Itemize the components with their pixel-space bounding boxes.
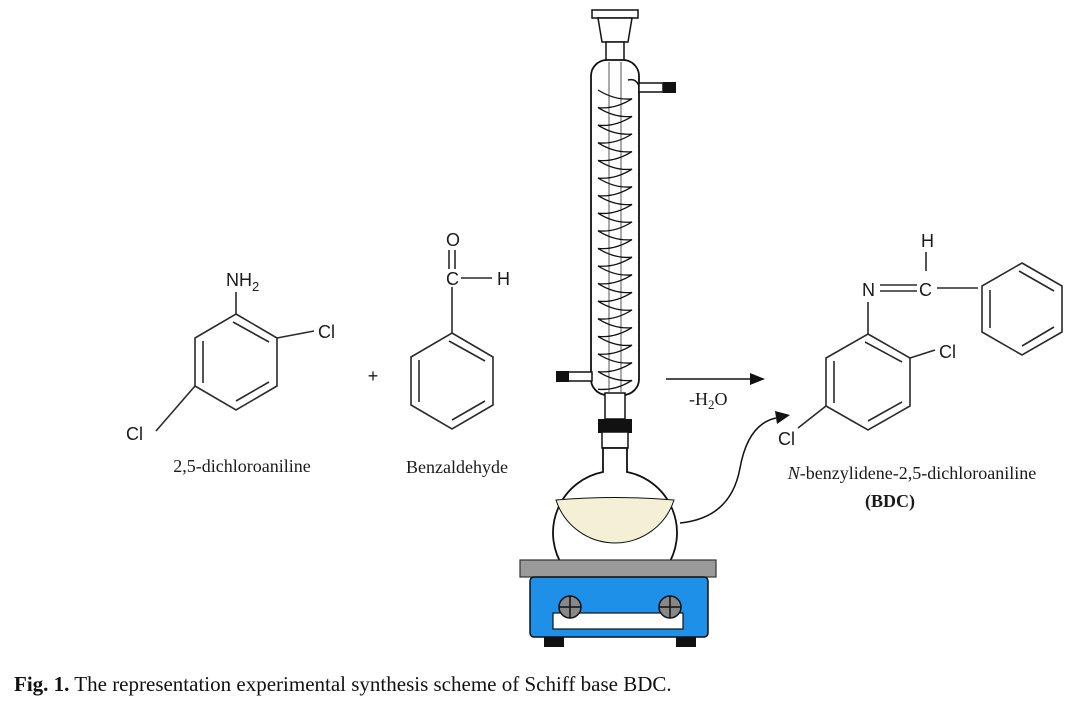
- bdc-structure: N C H Cl Cl N-benzylidene-2,5-dichloroan…: [778, 231, 1063, 512]
- double-bond: [448, 340, 486, 362]
- figure-caption-text: The representation experimental synthesi…: [69, 672, 672, 696]
- reactant1-name: 2,5-dichloroaniline: [173, 456, 310, 476]
- chlorine-label: Cl: [939, 342, 956, 362]
- product-abbreviation: (BDC): [865, 491, 915, 512]
- curved-arrow-head: [775, 411, 790, 424]
- water-outlet: [638, 82, 664, 93]
- bond-to-cl: [797, 405, 827, 429]
- coil-spiral: [597, 89, 633, 391]
- double-bond: [232, 321, 270, 343]
- figure-label: Fig. 1.: [14, 672, 70, 696]
- condenser-top-joint: [597, 17, 633, 43]
- chlorine-label: Cl: [778, 429, 795, 449]
- reactant2-name: Benzaldehyde: [406, 457, 508, 477]
- product-name: N-benzylidene-2,5-dichloroaniline: [787, 463, 1036, 483]
- hydrogen-label: H: [497, 269, 510, 289]
- condenser-coil: [597, 89, 633, 391]
- double-bond: [451, 400, 486, 421]
- figure-caption: Fig. 1. The representation experimental …: [14, 672, 672, 697]
- chlorine-label: Cl: [126, 424, 143, 444]
- condenser-top-rim: [591, 9, 639, 19]
- hotplate-foot: [544, 637, 564, 647]
- nh2-label: NH2: [226, 270, 259, 294]
- condenser-stem: [604, 392, 626, 420]
- arrow-head: [750, 373, 765, 385]
- chlorine-label: Cl: [318, 322, 335, 342]
- carbon-label: C: [446, 269, 459, 289]
- double-bond: [1021, 326, 1055, 347]
- double-bond: [864, 341, 903, 363]
- bond-to-cl: [155, 385, 196, 432]
- hotplate-display-panel: [552, 612, 684, 630]
- water-outlet-hose: [663, 82, 676, 93]
- benzene-ring-1: [194, 313, 278, 411]
- reaction-arrow: -H2O: [666, 373, 765, 412]
- water-inlet-hose: [556, 371, 569, 382]
- reflux-apparatus: [519, 9, 717, 647]
- bond-to-cl: [909, 349, 936, 359]
- reaction-mixture: [555, 497, 675, 544]
- benzene-ring-2: [410, 332, 494, 430]
- flask-neck: [601, 431, 629, 449]
- double-bond: [1018, 270, 1055, 292]
- benzene-ring-4: [981, 262, 1063, 356]
- nitrogen-label: N: [862, 280, 875, 300]
- double-bond: [867, 401, 903, 422]
- condenser-neck: [605, 41, 625, 63]
- carbon-label: C: [919, 280, 932, 300]
- heating-plate-top: [519, 559, 717, 578]
- oxygen-label: O: [446, 230, 460, 250]
- benzene-ring-3: [825, 333, 911, 431]
- water-inlet: [567, 371, 593, 382]
- hydrogen-label: H: [921, 231, 934, 251]
- arrow-label: -H2O: [689, 389, 728, 412]
- dichloroaniline-structure: NH2 Cl Cl 2,5-dichloroaniline: [126, 270, 335, 476]
- hotplate-foot: [676, 637, 696, 647]
- bond-to-cl: [276, 330, 315, 339]
- curved-arrow-path: [679, 417, 777, 524]
- product-curved-arrow: [679, 411, 790, 524]
- plus-sign: +: [368, 366, 379, 386]
- benzaldehyde-structure: O C H Benzaldehyde: [406, 230, 510, 477]
- ground-glass-joint: [598, 419, 632, 433]
- double-bond: [235, 381, 270, 402]
